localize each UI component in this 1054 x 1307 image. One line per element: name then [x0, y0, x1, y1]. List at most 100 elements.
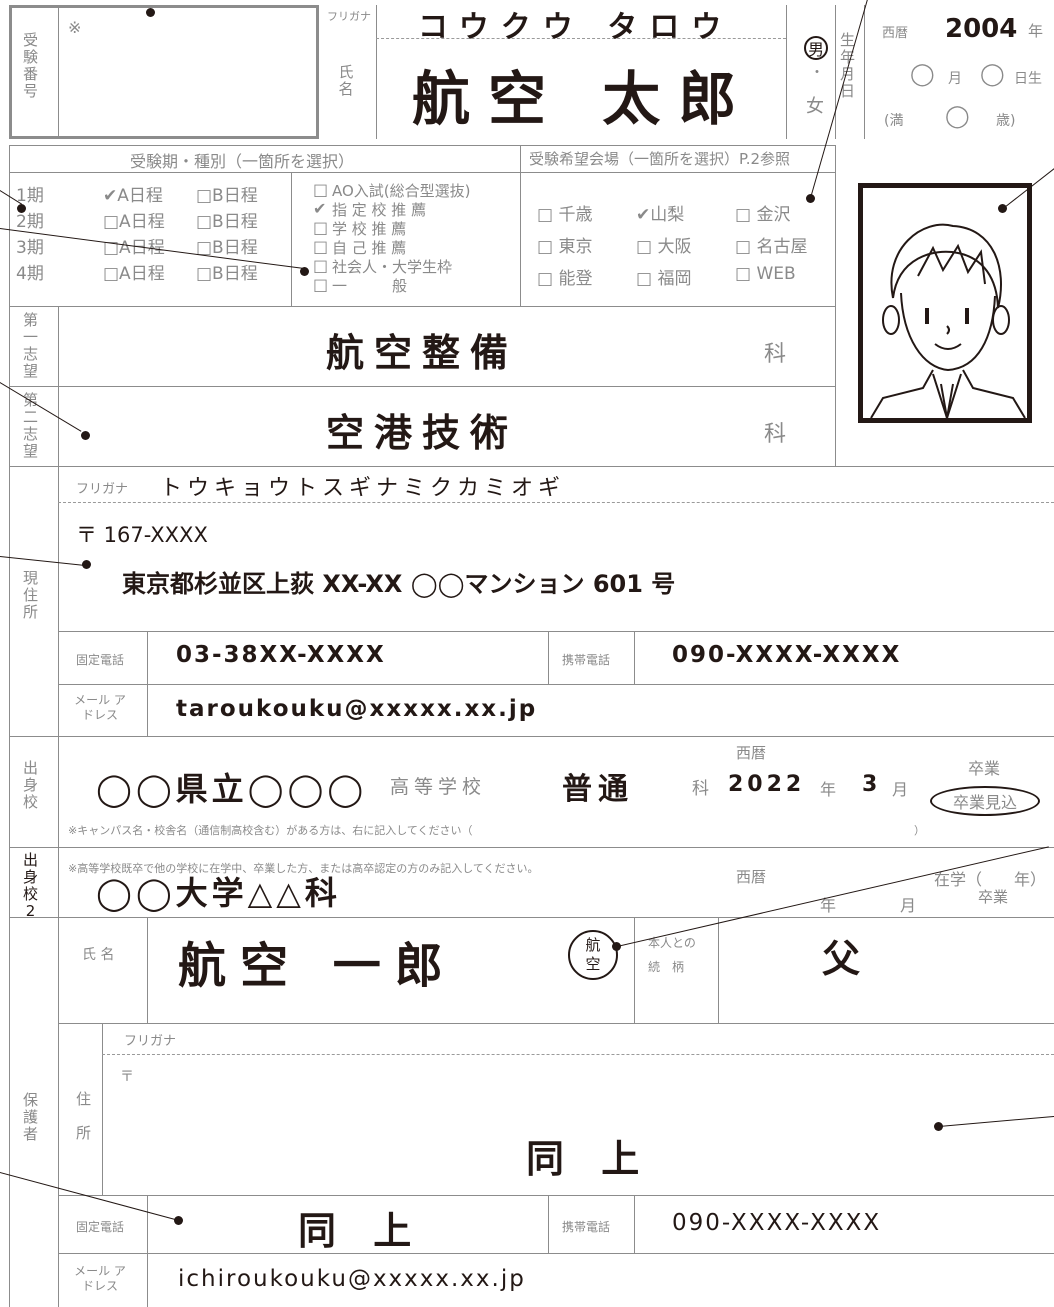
divider	[147, 631, 148, 736]
venue-checkbox: □ 千歳	[537, 205, 593, 225]
address-label: 現住所	[22, 569, 38, 621]
month-suffix: 月	[900, 896, 917, 915]
birth-day: ◯	[980, 62, 1005, 87]
divider	[9, 847, 1054, 848]
gender-separator: ・	[810, 65, 824, 81]
venue-checkbox: □ 大阪	[636, 237, 692, 257]
divider	[58, 631, 1054, 632]
exam-type-checkbox: ✔	[313, 199, 327, 218]
venue-checkbox: □ 東京	[537, 237, 593, 257]
divider	[634, 631, 635, 684]
second-choice-value: 空港技術	[326, 411, 519, 455]
exam-type-checkbox: □	[313, 237, 329, 256]
status-graduated: 卒業	[978, 888, 1009, 906]
status-graduated: 卒業	[968, 759, 1001, 778]
divider	[548, 1195, 549, 1253]
school2-label: 出身校2	[22, 851, 38, 920]
divider	[58, 5, 59, 139]
guardian-seal: 航空	[568, 930, 618, 980]
divider	[58, 847, 59, 917]
first-choice-label: 第一志望	[22, 311, 38, 380]
applicant-photo	[858, 183, 1032, 423]
furigana-divider	[102, 1054, 1054, 1055]
guardian-name: 航空 一郎	[178, 938, 457, 994]
applicant-furigana: コウクウ タロウ	[418, 10, 734, 45]
campus-note: ※キャンパス名・校舎名（通信制高校含む）がある方は、右に記入してください（	[68, 824, 473, 837]
option-b-checkbox: □B日程	[196, 212, 258, 232]
second-choice-suffix: 科	[764, 422, 787, 447]
divider	[58, 306, 59, 466]
option-b-checkbox: □B日程	[196, 238, 258, 258]
month-suffix: 月	[892, 780, 909, 799]
email-value: taroukouku@xxxxx.xx.jp	[176, 696, 538, 722]
guardian-mobile-value: 090-XXXX-XXXX	[672, 1210, 882, 1236]
option-a-checkbox: □A日程	[103, 212, 165, 232]
exam-number-label: 受験番号	[22, 31, 38, 100]
birth-year: 2004	[945, 14, 1018, 44]
divider	[9, 145, 835, 146]
period-label: 1期	[16, 186, 44, 206]
first-choice-value: 航空整備	[326, 331, 519, 375]
exam-type-checkbox: □	[313, 275, 329, 294]
applicant-name: 航空 太郎	[412, 65, 755, 133]
callout-dot	[17, 204, 26, 213]
status-expected-circled: 卒業見込	[930, 786, 1040, 816]
divider	[147, 1195, 148, 1307]
divider	[58, 684, 1054, 685]
course-value: 普通	[562, 772, 634, 807]
divider	[864, 5, 865, 139]
exam-type-label: 社会人・大学生枠	[332, 258, 453, 276]
callout-dot	[612, 942, 621, 951]
landline-label: 固定電話	[76, 653, 125, 667]
email-label: メール アドレス	[74, 1264, 126, 1293]
campus-note-close: ）	[914, 824, 925, 837]
exam-type-checkbox: □	[313, 180, 329, 199]
landline-value: 03-38XX-XXXX	[176, 642, 386, 668]
month-suffix: 月	[948, 71, 962, 87]
name-label: 氏名	[338, 63, 354, 98]
email-label: メール アドレス	[74, 693, 126, 722]
era-label: 西暦	[882, 26, 909, 41]
divider	[548, 631, 549, 684]
exam-type-label: AO入試(総合型選抜)	[332, 182, 471, 200]
venue-checkbox: □ 名古屋	[735, 237, 808, 257]
divider	[58, 736, 59, 847]
divider	[147, 917, 148, 1023]
period-label: 4期	[16, 264, 44, 284]
divider	[520, 145, 521, 306]
grad-year: 2022	[728, 772, 806, 797]
birthdate-label: 生年月日	[839, 31, 855, 100]
exam-type-label: 指 定 校 推 薦	[332, 201, 427, 219]
venue-checkbox: □ 福岡	[636, 269, 692, 289]
option-b-checkbox: □B日程	[196, 186, 258, 206]
guardian-name-label: 氏 名	[82, 947, 115, 963]
year-suffix: 年	[1028, 22, 1044, 40]
school2-name: ◯◯大学△△科	[96, 874, 341, 912]
venue-checkbox: □ 能登	[537, 269, 593, 289]
callout-dot	[806, 194, 815, 203]
divider	[102, 1023, 103, 1195]
year-suffix: 年	[820, 896, 837, 915]
furigana-label: フリガナ	[76, 482, 129, 497]
mobile-label: 携帯電話	[562, 653, 611, 667]
callout-dot	[146, 8, 155, 17]
callout-dot	[174, 1216, 183, 1225]
furigana-divider	[58, 502, 1054, 503]
address-furigana: トウキョウトスギナミクカミオギ	[160, 476, 566, 501]
divider	[835, 145, 836, 466]
divider	[58, 1253, 1054, 1254]
guardian-label: 保護者	[22, 1091, 38, 1143]
divider	[58, 1195, 1054, 1196]
divider	[9, 306, 835, 307]
exam-number-box	[9, 5, 319, 139]
guardian-address-label: 所	[76, 1124, 92, 1142]
divider	[58, 1023, 1054, 1024]
divider	[376, 5, 377, 139]
school-type: 高等学校	[390, 776, 487, 798]
exam-type-label: 学 校 推 薦	[332, 220, 407, 238]
mobile-label: 携帯電話	[562, 1220, 611, 1234]
second-choice-label: 第二志望	[22, 391, 38, 460]
divider	[634, 1195, 635, 1253]
divider	[634, 917, 635, 1023]
furigana-label: フリガナ	[124, 1034, 177, 1049]
